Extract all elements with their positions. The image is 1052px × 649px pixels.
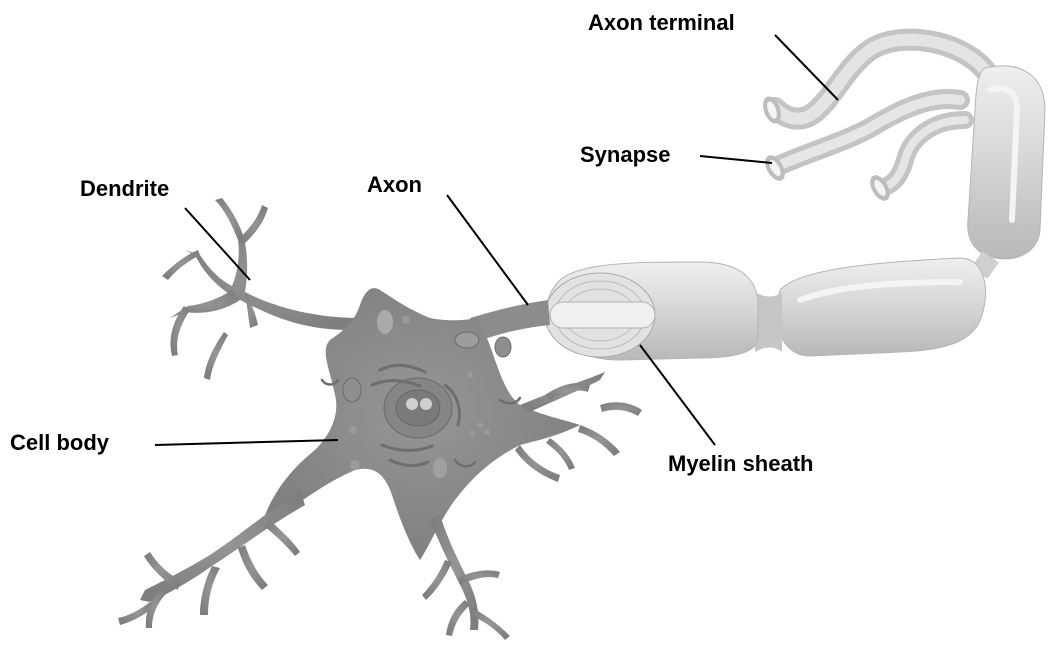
leader-cell-body: [155, 440, 338, 445]
label-cell-body: Cell body: [10, 432, 109, 454]
label-dendrite: Dendrite: [80, 178, 169, 200]
leader-axon-terminal: [775, 35, 838, 100]
leader-axon: [447, 195, 528, 305]
leader-synapse: [700, 156, 772, 163]
label-synapse: Synapse: [580, 144, 671, 166]
leader-myelin-sheath: [640, 345, 715, 445]
cell-body-and-dendrites: [118, 198, 642, 640]
label-axon-terminal: Axon terminal: [588, 12, 735, 34]
label-axon: Axon: [367, 174, 422, 196]
label-myelin-sheath: Myelin sheath: [668, 453, 813, 475]
axon-terminals: [760, 40, 985, 205]
